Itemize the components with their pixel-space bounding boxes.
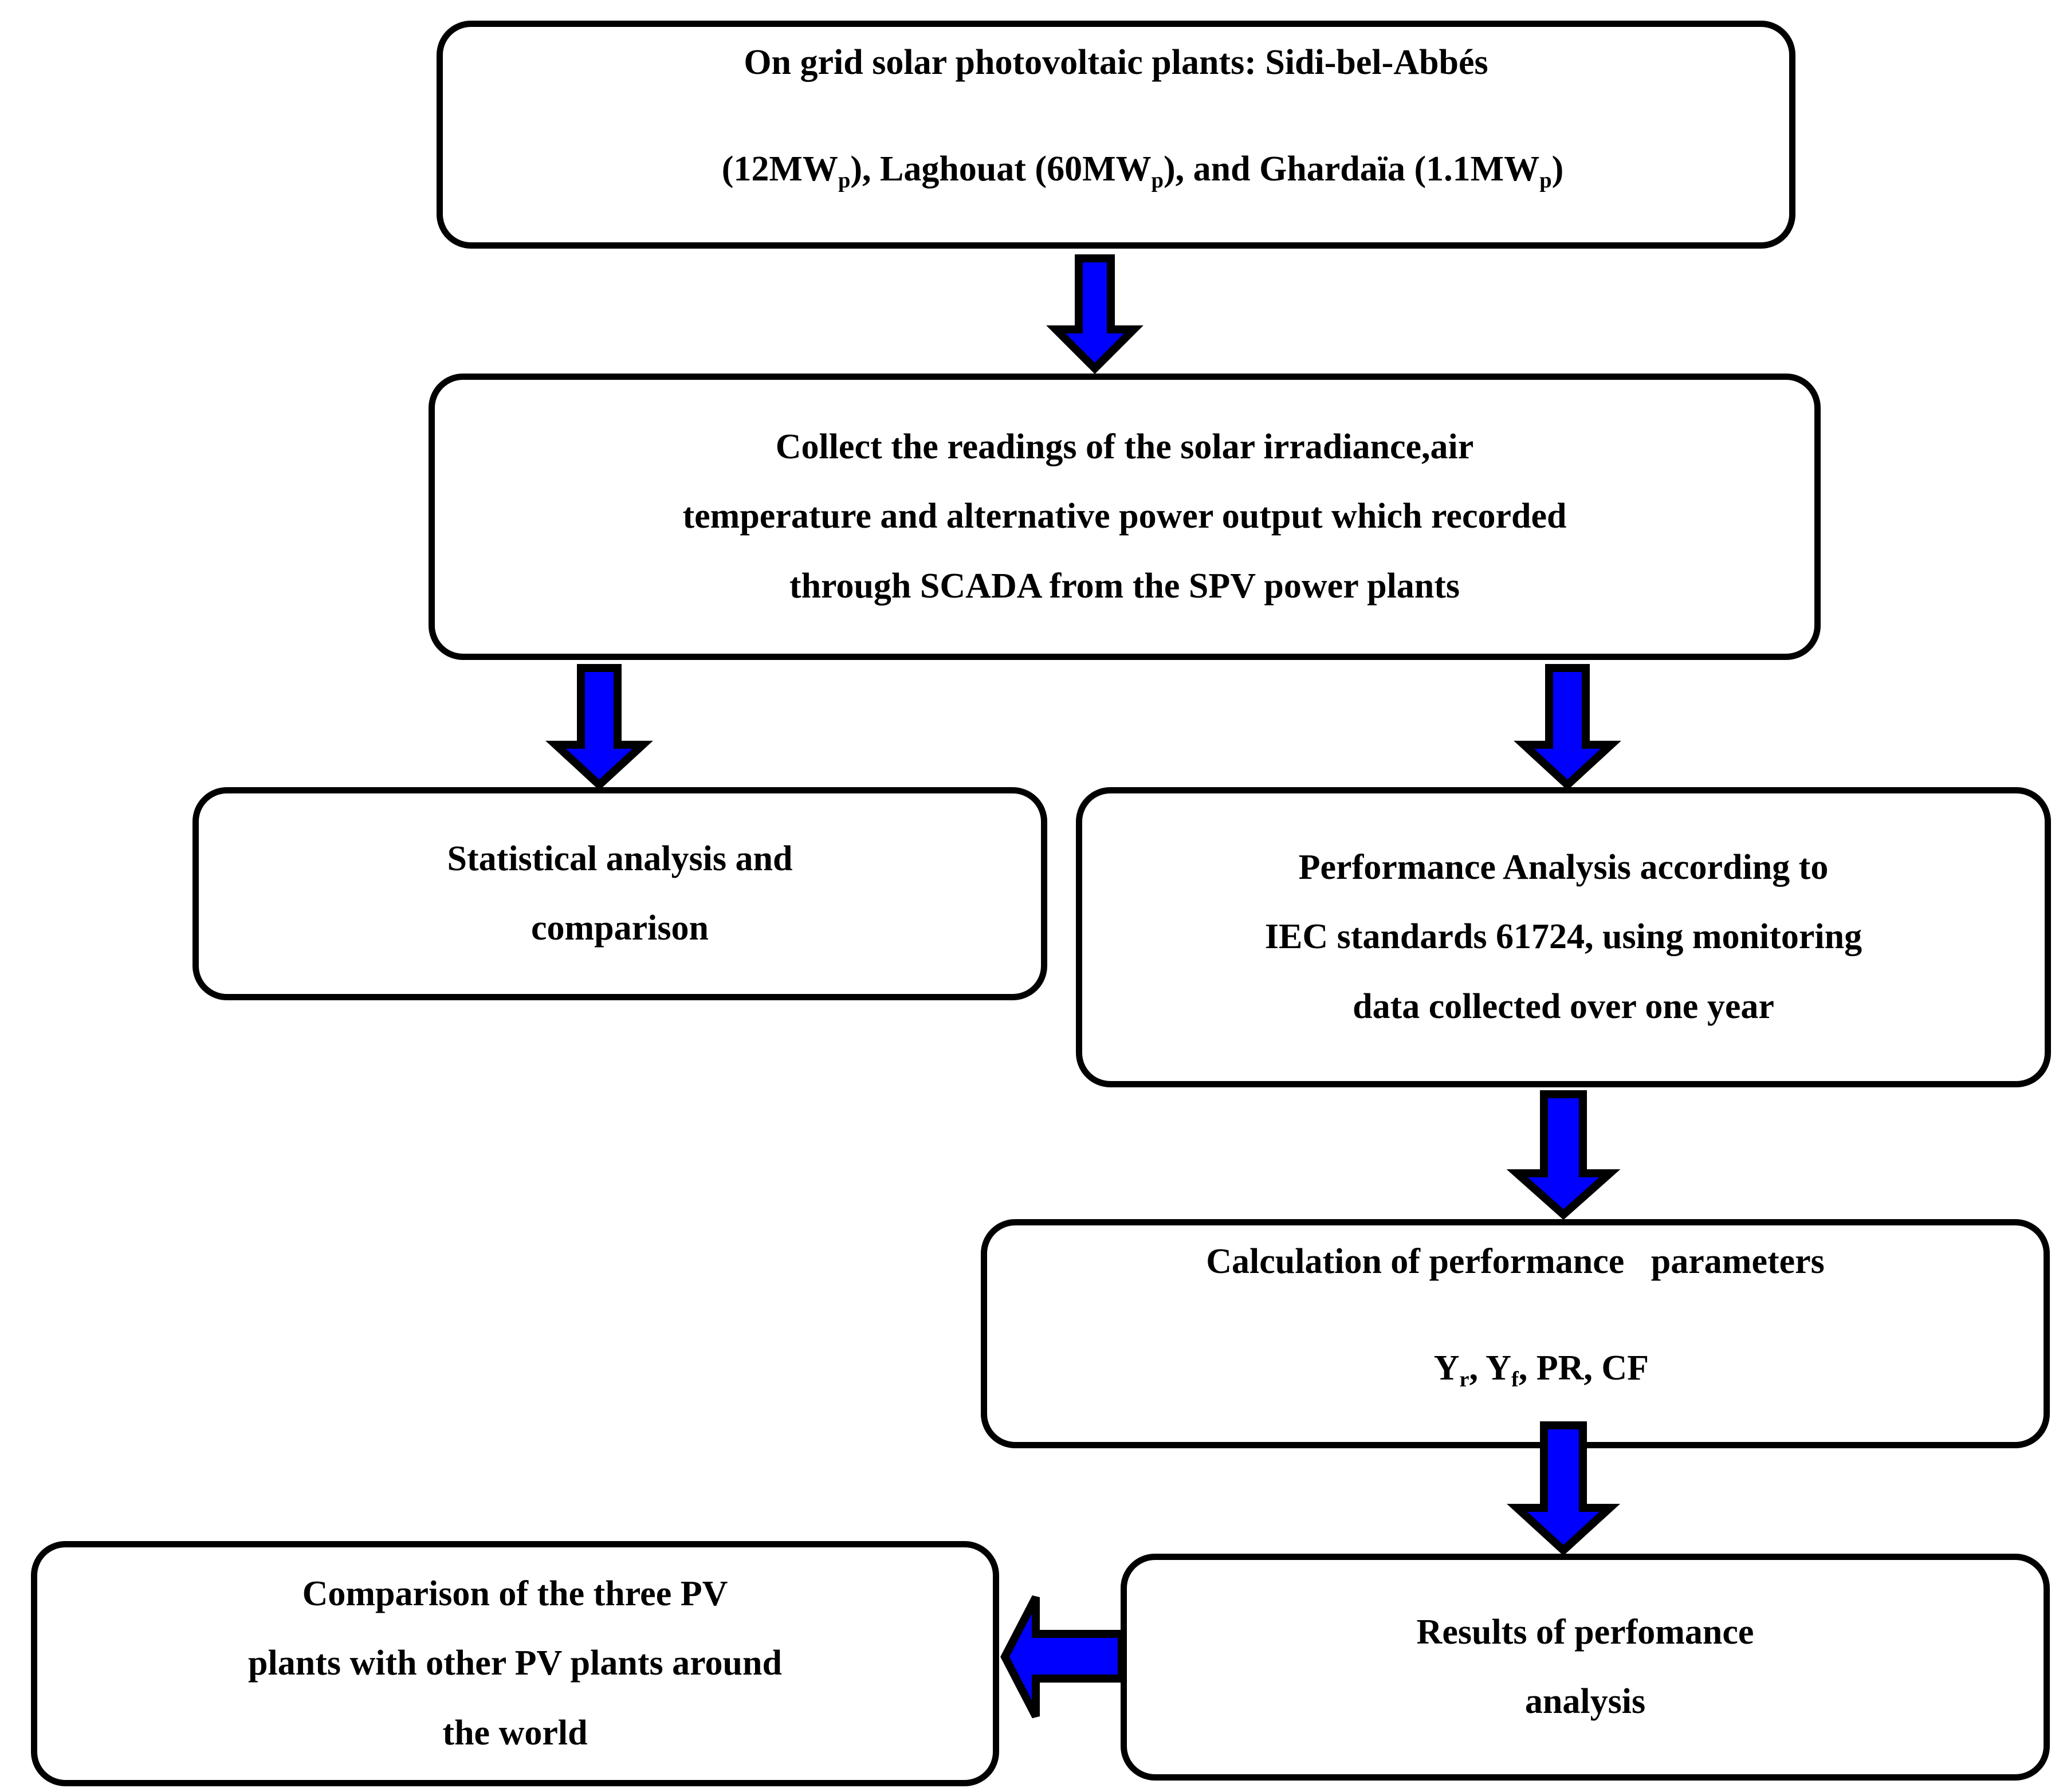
arrow-performance-to-calculation [1506,1090,1621,1220]
arrow-collect-to-statistical [545,664,653,791]
node-comparison[interactable]: Comparison of the three PV plants with o… [31,1541,999,1786]
node-performance-line-1: Performance Analysis according to [1298,848,1829,887]
node-source-line-1: On grid solar photovoltaic plants: Sidi-… [744,42,1488,82]
node-comparison-line-1: Comparison of the three PV [302,1574,728,1614]
text-seg: (12MW [721,150,838,188]
down-arrow-shape [1046,254,1144,374]
node-calculation-line-2: Yr, Yf, PR, CF [1382,1312,1649,1424]
node-statistical-line-1: Statistical analysis and [447,839,793,878]
node-results-line-1: Results of perfomance [1416,1612,1754,1652]
text-seg: , Y [1469,1349,1511,1388]
subscript-r: r [1459,1367,1469,1392]
node-source-line-2: (12MWp), Laghouat (60MWp), and Ghardaïa … [669,113,1563,225]
node-collect-line-2: temperature and alternative power output… [682,497,1567,536]
node-comparison-line-3: the world [442,1713,588,1752]
node-collect-line-1: Collect the readings of the solar irradi… [775,427,1474,467]
text-seg: ), Laghouat (60MW [850,150,1152,188]
node-statistical[interactable]: Statistical analysis and comparison [192,787,1047,1000]
down-arrow-shape [1506,1090,1621,1220]
subscript-p: p [1539,168,1552,192]
node-collect[interactable]: Collect the readings of the solar irradi… [429,374,1821,660]
subscript-p: p [1151,168,1164,192]
node-collect-line-3: through SCADA from the SPV power plants [789,566,1460,606]
node-calculation[interactable]: Calculation of performance parameters Yr… [981,1219,2050,1448]
arrow-source-to-collect [1046,254,1144,374]
text-seg: Y [1433,1349,1460,1388]
subscript-f: f [1511,1367,1519,1392]
subscript-p: p [838,168,851,192]
node-source[interactable]: On grid solar photovoltaic plants: Sidi-… [437,21,1795,249]
down-arrow-shape [1514,664,1621,791]
down-arrow-shape [1506,1421,1621,1556]
left-arrow-shape [1000,1595,1126,1719]
node-statistical-line-2: comparison [531,909,709,948]
node-performance-line-3: data collected over one year [1353,987,1774,1026]
arrow-calculation-to-results [1506,1421,1621,1556]
arrow-collect-to-performance [1514,664,1621,791]
node-results[interactable]: Results of perfomance analysis [1121,1554,2050,1781]
node-results-line-2: analysis [1524,1682,1646,1721]
node-comparison-line-2: plants with other PV plants around [248,1644,782,1683]
down-arrow-shape [545,664,653,791]
text-seg: ), and Ghardaïa (1.1MW [1163,150,1540,188]
node-calculation-line-1: Calculation of performance parameters [1206,1241,1825,1281]
node-performance[interactable]: Performance Analysis according to IEC st… [1076,787,2051,1087]
text-seg: , PR, CF [1518,1349,1649,1388]
arrow-results-to-comparison [1000,1594,1126,1721]
node-performance-line-2: IEC standards 61724, using monitoring [1264,917,1862,957]
text-seg: ) [1551,150,1564,188]
